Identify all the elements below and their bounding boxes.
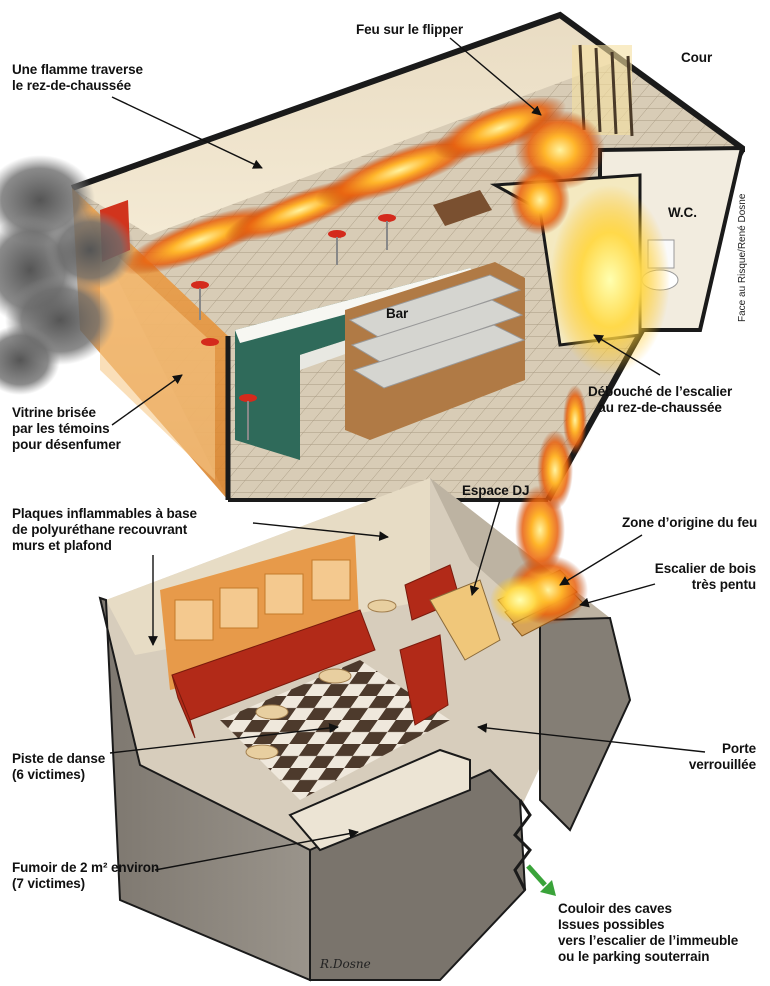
- smoke-cloud: [0, 155, 135, 395]
- basement: [98, 385, 632, 982]
- label-piste: Piste de danse (6 victimes): [12, 751, 106, 782]
- label-flipper: Feu sur le flipper: [356, 22, 463, 37]
- artist-signature: R.Dosne: [320, 957, 371, 971]
- dj-booth: [429, 579, 501, 661]
- label-vitrine: Vitrine brisée par les témoins pour dése…: [12, 405, 121, 452]
- label-escalier-bois: Escalier de bois très pentu: [654, 561, 756, 592]
- label-wc: W.C.: [668, 205, 697, 220]
- back-wall: [72, 15, 620, 235]
- leader-lines: [109, 37, 706, 871]
- basement-right-wall: [539, 616, 632, 832]
- label-espace-dj: Espace DJ: [462, 483, 530, 498]
- fire-origin: [490, 385, 588, 625]
- label-flamme: Une flamme traverse le rez-de-chaussée: [12, 62, 143, 93]
- fumoir: [288, 748, 471, 852]
- label-zone-origine: Zone d’origine du feu: [622, 515, 758, 530]
- exit-arrow: [526, 864, 547, 887]
- fire-ground-floor: [119, 96, 605, 275]
- credit-text: Face au Risque/René Dosne: [737, 193, 748, 322]
- label-fumoir: Fumoir de 2 m² environ (7 victimes): [12, 860, 160, 891]
- stair-glow: [550, 185, 670, 375]
- ground-floor: [0, 11, 745, 502]
- label-debouche: Débouché de l’escalier au rez-de-chaussé…: [588, 384, 733, 415]
- label-cour: Cour: [681, 50, 713, 65]
- label-plaques: Plaques inflammables à base de polyuréth…: [12, 506, 197, 553]
- corridor-crack: [513, 799, 532, 891]
- label-bar: Bar: [386, 306, 409, 321]
- red-sofas: [171, 564, 461, 739]
- label-couloir: Couloir des caves Issues possibles vers …: [558, 901, 739, 964]
- label-porte: Porte verrouillée: [688, 741, 756, 772]
